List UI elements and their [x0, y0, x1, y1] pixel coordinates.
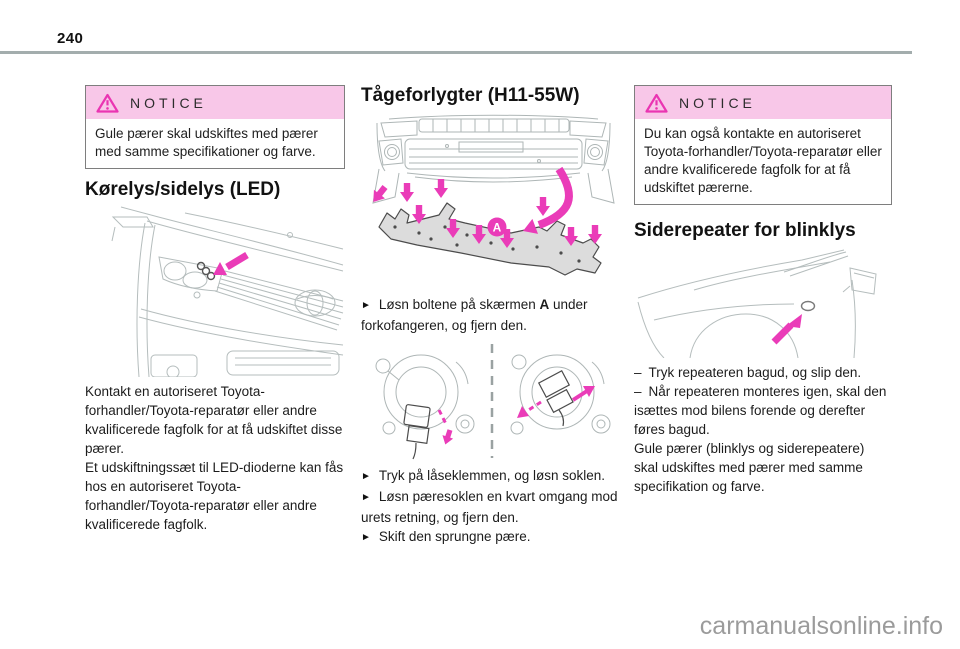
watermark: carmanualsonline.info: [699, 612, 943, 640]
section-heading-daytime-lights: Kørelys/sidelys (LED): [85, 179, 281, 200]
fender-repeater-illustration: [637, 249, 877, 358]
warning-triangle-icon: [96, 93, 119, 113]
fog-light-socket-illustration: [375, 344, 611, 460]
step-item: ►Løsn pæresoklen en kvart omgang mod ure…: [361, 487, 624, 527]
fog-light-steps: ►Tryk på låseklemmen, og løsn soklen. ►L…: [361, 466, 624, 548]
warning-triangle-icon: [645, 93, 668, 113]
pointer-arrow-icon: [213, 251, 249, 275]
pointer-arrow-icon: [771, 314, 802, 345]
step-text: Løsn boltene på skærmen: [378, 297, 540, 312]
daytime-lights-text: Kontakt en autoriseret Toyota-forhandler…: [85, 382, 345, 534]
paragraph: Kontakt en autoriseret Toyota-forhandler…: [85, 384, 343, 456]
dash-item: –Tryk repeateren bagud, og slip den.: [634, 363, 892, 382]
rotate-arrows: [517, 386, 595, 418]
step-text: under forkofangeren, og fjern den.: [361, 297, 588, 333]
notice-header: NOTICE: [635, 86, 891, 119]
connector-block: [403, 404, 431, 460]
bulb-socket: [537, 370, 574, 427]
column-left: NOTICE Gule pærer skal udskiftes med pær…: [85, 85, 345, 534]
step-text: Skift den sprungne pære.: [378, 529, 531, 544]
notice-box: NOTICE Gule pærer skal udskiftes med pær…: [85, 85, 345, 169]
bullet-arrow-glyph: ►: [361, 300, 371, 311]
bullet-arrow-glyph: ►: [361, 532, 371, 543]
dash-glyph: –: [634, 384, 642, 399]
section-heading-side-repeater: Siderepeater for blinklys: [634, 220, 856, 241]
callout-a-label: A: [493, 221, 502, 235]
notice-text: Du kan også kontakte en autoriseret Toyo…: [644, 126, 882, 195]
step-text: Tryk på låseklemmen, og løsn soklen.: [378, 468, 605, 483]
column-right: NOTICE Du kan også kontakte en autoriser…: [634, 85, 892, 496]
step-item: ► Tryk på låseklemmen, og løsn soklen.: [361, 466, 624, 487]
bumper-shield-illustration: A: [367, 114, 615, 276]
paragraph: Gule pærer (blinklys og siderepeatere) s…: [634, 441, 865, 494]
side-repeater-text: –Tryk repeateren bagud, og slip den. –Nå…: [634, 363, 892, 496]
unclip-arrow: [437, 409, 456, 447]
dash-text: Når repeateren monteres igen, skal den i…: [634, 384, 887, 437]
curved-remove-arrow: [523, 166, 573, 234]
notice-label: NOTICE: [679, 94, 756, 111]
led-bulbs-detail: [196, 261, 216, 281]
paragraph: Et udskiftningssæt til LED-dioderne kan …: [85, 460, 344, 532]
under-cover-shield: [378, 202, 602, 276]
header-rule: [0, 51, 912, 54]
notice-label: NOTICE: [130, 94, 207, 111]
callout-reference: A: [539, 297, 550, 312]
section-heading-fog-lights: Tågeforlygter (H11-55W): [361, 85, 580, 106]
bullet-arrow-glyph: ►: [361, 471, 371, 482]
page-number: 240: [57, 30, 84, 47]
dash-glyph: –: [634, 365, 642, 380]
notice-box: NOTICE Du kan også kontakte en autoriser…: [634, 85, 892, 205]
dash-item: –Når repeateren monteres igen, skal den …: [634, 382, 892, 439]
notice-header: NOTICE: [86, 86, 344, 119]
dash-text: Tryk repeateren bagud, og slip den.: [648, 365, 862, 380]
column-middle: Tågeforlygter (H11-55W): [361, 85, 624, 548]
bullet-arrow-glyph: ►: [361, 492, 371, 503]
notice-text: Gule pærer skal udskiftes med pærer med …: [95, 126, 318, 159]
callout-a-badge: A: [487, 217, 507, 237]
side-repeater-lens: [800, 300, 816, 312]
step-item: ► Løsn boltene på skærmen A under forkofa…: [361, 295, 624, 335]
step-text: Løsn pæresoklen en kvart omgang mod uret…: [361, 489, 618, 525]
car-front-illustration: [111, 206, 344, 377]
step-item: ► Skift den sprungne pære.: [361, 527, 624, 548]
